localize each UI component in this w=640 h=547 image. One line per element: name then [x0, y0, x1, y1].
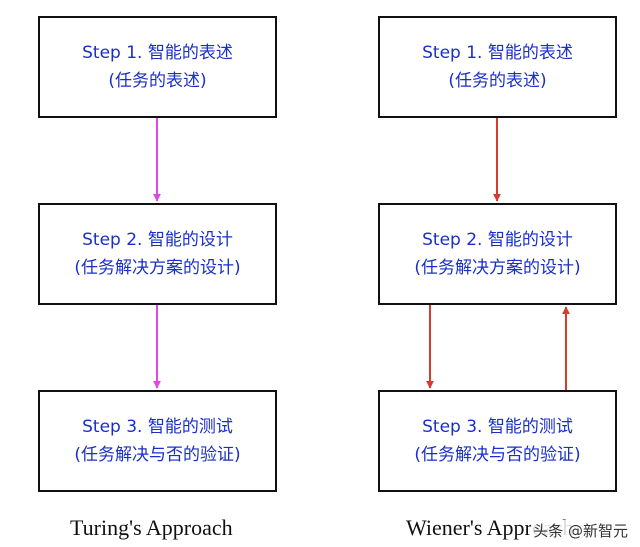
- turing-step2-subtitle: (任务解决方案的设计): [74, 258, 241, 278]
- wiener-step2-title: Step 2. 智能的设计: [422, 230, 573, 250]
- wiener-step1-subtitle: (任务的表述): [448, 71, 547, 91]
- turing-step3-title: Step 3. 智能的测试: [82, 417, 233, 437]
- watermark: 头条 @新智元: [531, 520, 630, 541]
- turing-step3-box: Step 3. 智能的测试 (任务解决与否的验证): [38, 390, 277, 492]
- wiener-step3-title: Step 3. 智能的测试: [422, 417, 573, 437]
- wiener-step1-box: Step 1. 智能的表述 (任务的表述): [378, 16, 617, 118]
- wiener-step2-subtitle: (任务解决方案的设计): [414, 258, 581, 278]
- wiener-step1-title: Step 1. 智能的表述: [422, 43, 573, 63]
- turing-step2-title: Step 2. 智能的设计: [82, 230, 233, 250]
- turing-step1-title: Step 1. 智能的表述: [82, 43, 233, 63]
- turing-caption: Turing's Approach: [70, 515, 233, 540]
- turing-step2-box: Step 2. 智能的设计 (任务解决方案的设计): [38, 203, 277, 305]
- turing-step1-box: Step 1. 智能的表述 (任务的表述): [38, 16, 277, 118]
- wiener-step3-box: Step 3. 智能的测试 (任务解决与否的验证): [378, 390, 617, 492]
- turing-step1-subtitle: (任务的表述): [108, 71, 207, 91]
- turing-step3-subtitle: (任务解决与否的验证): [74, 445, 241, 465]
- wiener-step3-subtitle: (任务解决与否的验证): [414, 445, 581, 465]
- wiener-step2-box: Step 2. 智能的设计 (任务解决方案的设计): [378, 203, 617, 305]
